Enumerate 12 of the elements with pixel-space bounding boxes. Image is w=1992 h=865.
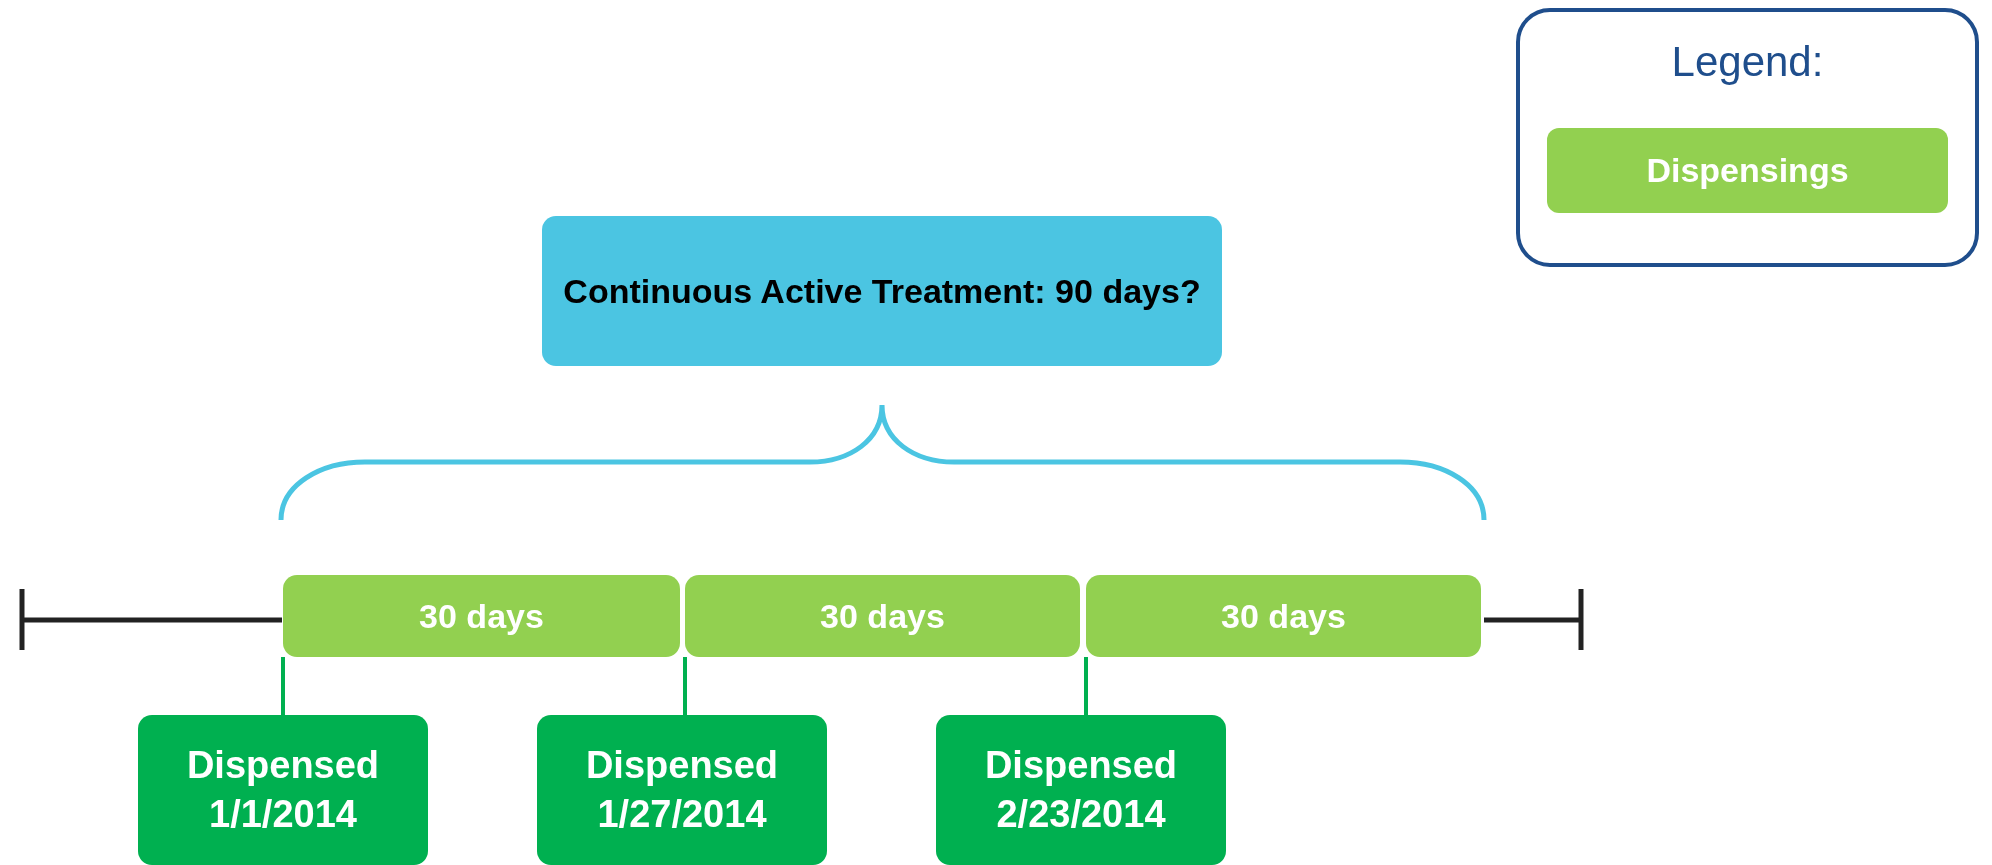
legend-swatch: Dispensings bbox=[1547, 128, 1948, 213]
connector-line bbox=[683, 657, 687, 715]
event-box: Dispensed 2/23/2014 bbox=[936, 715, 1226, 865]
period-bar: 30 days bbox=[283, 575, 680, 657]
connector-line bbox=[281, 657, 285, 715]
period-bar: 30 days bbox=[1086, 575, 1481, 657]
legend-title: Legend: bbox=[1671, 38, 1824, 85]
event-box: Dispensed 1/1/2014 bbox=[138, 715, 428, 865]
connector-line bbox=[1084, 657, 1088, 715]
callout-box: Continuous Active Treatment: 90 days? bbox=[542, 216, 1222, 366]
event-box: Dispensed 1/27/2014 bbox=[537, 715, 827, 865]
period-bar: 30 days bbox=[685, 575, 1080, 657]
